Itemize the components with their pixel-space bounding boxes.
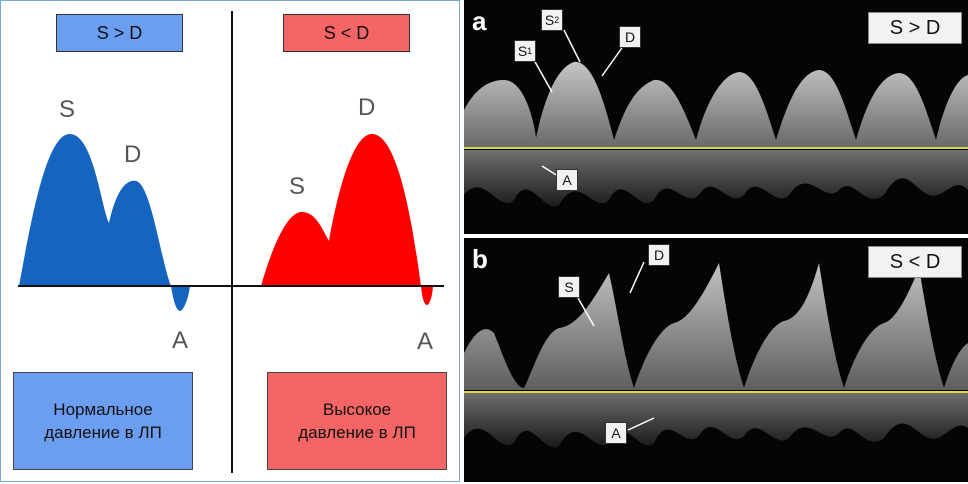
doppler-panel-b: b S < D S D A [464, 238, 968, 482]
normal-pressure-waveform [19, 133, 171, 286]
callout-d-b: D [648, 244, 670, 266]
normal-a-label: A [172, 327, 189, 354]
badge-s-less-d: S < D [283, 14, 410, 52]
callout-a-b: A [605, 422, 627, 444]
pointer-s2 [563, 29, 581, 63]
high-pressure-waveform [261, 133, 421, 286]
high-a-wave [421, 286, 433, 305]
schematic-waveforms [19, 133, 433, 311]
pointer-a [541, 165, 559, 177]
caption-normal-pressure: Нормальное давление в ЛП [13, 372, 193, 470]
spectrum-a-upper [464, 61, 968, 148]
normal-d-label: D [124, 141, 142, 168]
badge-s-greater-d: S > D [56, 14, 183, 52]
spectrum-b-lower [464, 392, 968, 448]
callout-d: D [619, 26, 641, 48]
schematic-panel: S > D S < D S D A S D A Нормальное давле… [0, 0, 460, 482]
panel-a-letter: a [472, 6, 487, 36]
panel-a-badge: S > D [868, 12, 962, 44]
high-s-label: S [289, 173, 306, 200]
pointer-a-b [627, 417, 655, 431]
spectrum-a-lower [464, 150, 968, 207]
callout-a: A [556, 169, 578, 191]
callout-s-b: S [558, 276, 580, 298]
high-a-label: A [417, 328, 434, 355]
panel-b-badge: S < D [868, 246, 962, 278]
vertical-divider [231, 11, 233, 473]
high-d-label: D [358, 94, 376, 121]
doppler-spectrum-a [464, 29, 968, 207]
normal-a-wave [171, 286, 190, 311]
pointer-s [577, 297, 595, 327]
spectrum-b-upper [464, 263, 968, 390]
panel-b-letter: b [472, 244, 488, 274]
pointer-d-b [629, 261, 645, 294]
caption-high-pressure: Высокое давление в ЛП [267, 372, 447, 470]
doppler-spectrum-b [464, 261, 968, 448]
panel-separator [464, 234, 968, 238]
pointer-s1 [533, 59, 553, 93]
baseline-axis [18, 285, 444, 287]
pointer-d [601, 44, 625, 77]
normal-s-label: S [59, 96, 76, 123]
